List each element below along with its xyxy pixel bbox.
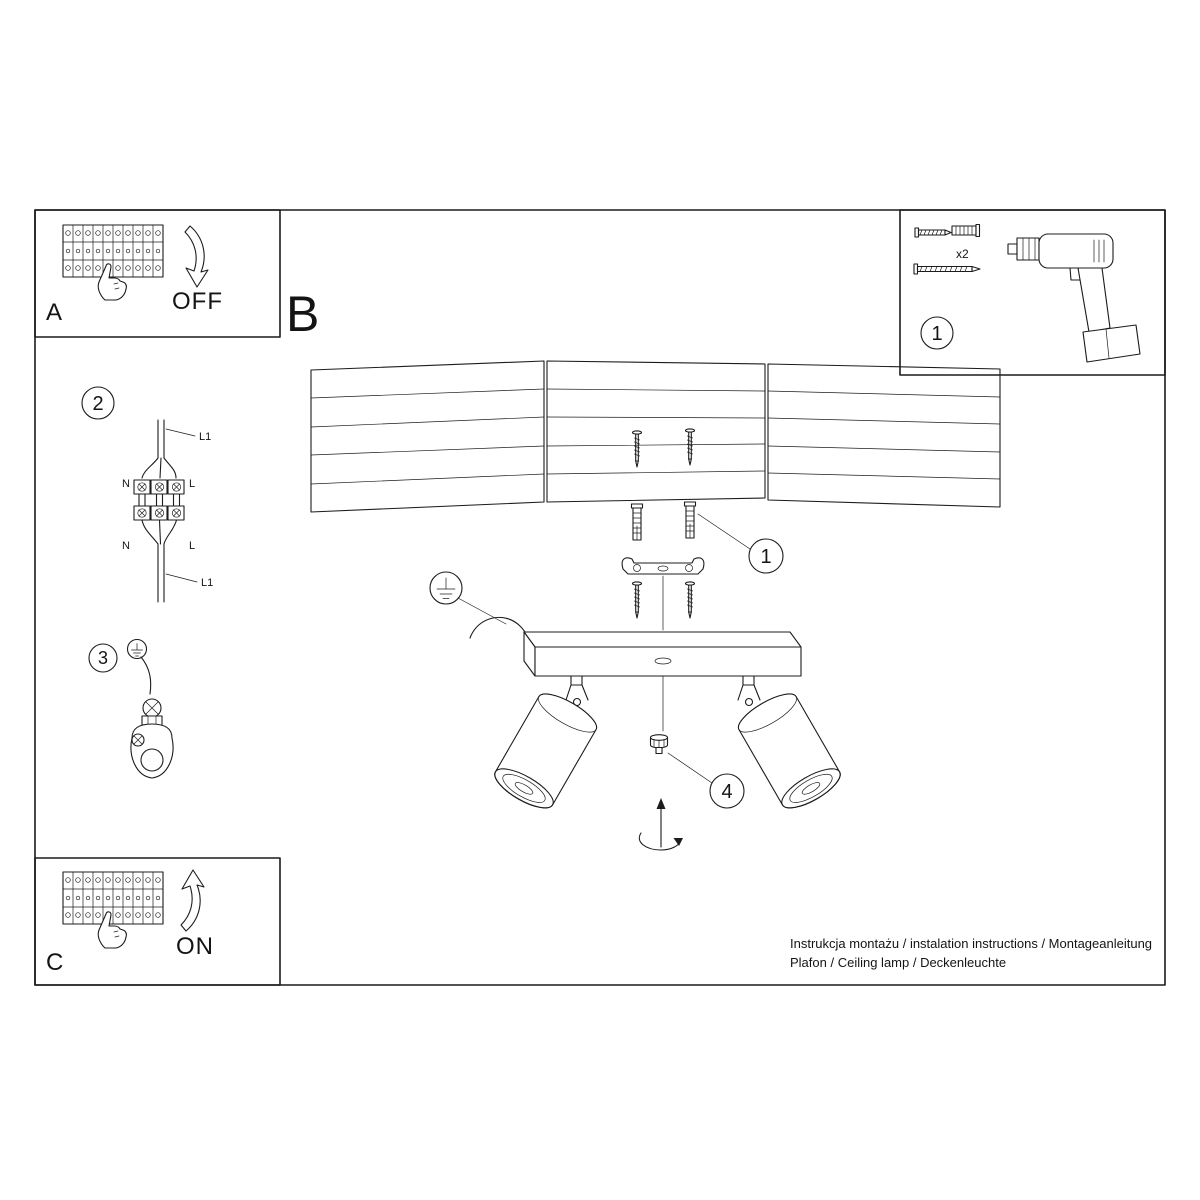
wall-plug-vertical-icon <box>683 501 697 539</box>
cable-clamp-icon <box>130 698 174 779</box>
spotlight-right-icon <box>732 686 847 816</box>
terminal-block-icon <box>133 479 185 521</box>
wire-n-top-label: N <box>122 478 130 490</box>
base-center-hole <box>654 657 672 665</box>
mounting-screw-icon <box>631 430 643 468</box>
pointing-hand-icon <box>97 911 127 949</box>
box-a-label: A <box>46 299 62 326</box>
step-2-number: 2 <box>92 393 103 415</box>
step-1-main-number: 1 <box>760 546 771 568</box>
long-screw-icon <box>913 263 981 275</box>
rotate-off-arrow-icon <box>184 225 209 288</box>
breaker-panel-icon <box>63 872 163 924</box>
step-3-badge <box>88 643 118 673</box>
switch-on-box: C ON <box>34 857 281 986</box>
sheet-border <box>34 209 1166 986</box>
breaker-panel-icon <box>63 225 163 277</box>
ground-symbol-icon <box>126 638 148 660</box>
footer-line-1: Instrukcja montażu / instalation instruc… <box>790 936 1152 951</box>
lamp-base-top <box>523 631 802 648</box>
locking-knob-icon <box>649 734 669 755</box>
lamp-base-assembly: 4 <box>488 631 847 851</box>
step-4-number: 4 <box>721 781 732 803</box>
step-1-main-badge <box>748 538 784 574</box>
mounting-screw-icon <box>684 428 696 466</box>
step-2-badge <box>81 386 115 420</box>
pointing-hand-icon <box>97 263 127 301</box>
step-1-number: 1 <box>931 323 942 345</box>
step2-wiring-diagram: 2 L1 N L <box>81 386 213 603</box>
wire-l-bottom-label: L <box>189 540 195 552</box>
bracket-screw-icon <box>684 581 696 619</box>
wire-n-bottom-label: N <box>122 540 130 552</box>
lamp-base-front <box>534 646 802 677</box>
wall-plug-icon <box>951 223 981 238</box>
box-c-label: C <box>46 949 63 976</box>
step-1-badge <box>920 316 954 350</box>
ceiling-panels <box>310 360 1001 513</box>
wire-l-top-label: L <box>189 478 195 490</box>
step-3-number: 3 <box>98 648 108 668</box>
screw-icon <box>914 227 952 238</box>
anchor-qty-label: x2 <box>956 247 969 261</box>
step-4-badge <box>709 773 745 809</box>
rotate-on-arrow-icon <box>180 869 205 932</box>
step3-ground-clamp: 3 <box>88 638 174 779</box>
mounting-bracket-icon <box>621 557 705 575</box>
footer-line-2: Plafon / Ceiling lamp / Deckenleuchte <box>790 955 1006 970</box>
rotation-arrow-icon <box>638 798 683 851</box>
section-b-label: B <box>286 286 319 342</box>
spotlight-left-icon <box>488 686 603 816</box>
drill-icon <box>1007 233 1141 363</box>
wall-plug-vertical-icon <box>630 503 644 541</box>
ground-connection <box>429 571 534 650</box>
on-label: ON <box>176 933 214 960</box>
mounting-kit-box: x2 <box>899 209 1166 376</box>
switch-off-box: A OFF <box>34 209 281 338</box>
wire-l1-top-label: L1 <box>199 431 211 443</box>
wire-l1-bottom-label: L1 <box>201 577 213 589</box>
bracket-screw-icon <box>631 581 643 619</box>
off-label: OFF <box>172 288 223 315</box>
anchor-assembly: 1 <box>621 428 784 732</box>
footer-text: Instrukcja montażu / instalation instruc… <box>790 936 1152 970</box>
ground-wire <box>140 656 152 695</box>
